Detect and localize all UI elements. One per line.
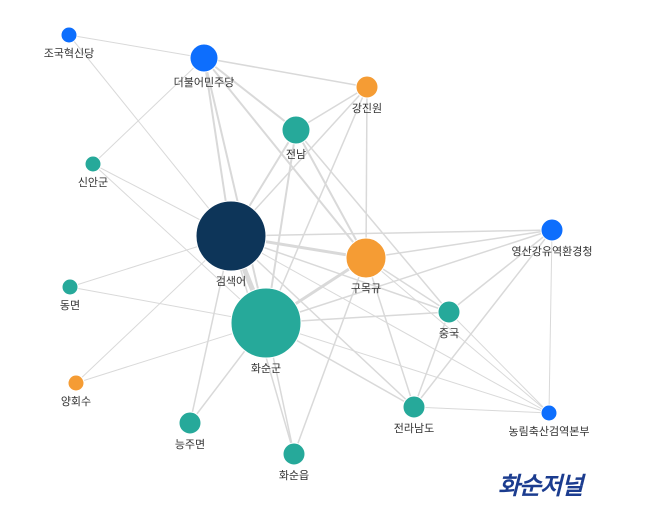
- edge-yeongsan-jeollanamdo: [413, 229, 553, 408]
- edge-sinan-hwasun_gun: [92, 163, 267, 324]
- edge-yeongsan-china: [448, 229, 553, 313]
- node-label: 화순군: [251, 362, 281, 375]
- node-jeonnam[interactable]: [281, 115, 311, 145]
- edge-gu-jeollanamdo: [365, 257, 415, 408]
- edge-jeonnam-gu: [295, 129, 367, 259]
- node-label: 구목규: [351, 282, 381, 295]
- node-label: 신안군: [78, 176, 108, 189]
- edge-query-yeongsan: [230, 229, 553, 237]
- edge-query-yang: [75, 235, 232, 384]
- edge-jeollanamdo-nongrim: [413, 406, 550, 414]
- node-neungju[interactable]: [178, 411, 202, 435]
- edge-jeonnam-china: [295, 129, 450, 313]
- node-jeollanamdo[interactable]: [402, 395, 426, 419]
- edge-gangjinwon-gu: [365, 86, 368, 259]
- edge-minju-hwasun_gun: [203, 57, 267, 324]
- node-label: 검색어: [216, 275, 246, 288]
- edge-minju-gangjinwon: [203, 57, 368, 88]
- edge-query-jeollanamdo: [230, 235, 415, 408]
- node-label: 조국혁신당: [44, 47, 95, 60]
- node-label: 더불어민주당: [174, 76, 235, 89]
- edge-minju-gu: [203, 57, 367, 259]
- edge-gu-yeongsan: [365, 229, 553, 259]
- edge-josuk-minju: [68, 34, 205, 59]
- edge-josuk-query: [68, 34, 232, 237]
- node-dongmyeon[interactable]: [61, 278, 79, 296]
- node-hwasun_eup[interactable]: [282, 442, 306, 466]
- node-label: 강진원: [352, 102, 382, 115]
- node-label: 농림축산검역본부: [509, 425, 590, 438]
- node-yang[interactable]: [67, 374, 85, 392]
- node-china[interactable]: [437, 300, 461, 324]
- edge-hwasun_gun-yeongsan: [265, 229, 553, 324]
- node-label: 전남: [286, 148, 306, 161]
- node-gangjinwon[interactable]: [355, 75, 379, 99]
- node-label: 전라남도: [394, 422, 434, 435]
- node-label: 동면: [60, 299, 80, 312]
- edge-gu-hwasun_eup: [293, 257, 367, 455]
- node-minju[interactable]: [189, 43, 219, 73]
- edge-minju-jeonnam: [203, 57, 297, 131]
- edge-hwasun_gun-nongrim: [265, 322, 550, 414]
- node-label: 능주면: [175, 438, 205, 451]
- node-sinan[interactable]: [84, 155, 102, 173]
- node-gu[interactable]: [345, 237, 387, 279]
- node-yeongsan[interactable]: [540, 218, 564, 242]
- edge-china-jeollanamdo: [413, 311, 450, 408]
- node-josuk[interactable]: [60, 26, 78, 44]
- node-query[interactable]: [195, 200, 267, 272]
- edge-query-nongrim: [230, 235, 550, 414]
- node-label: 화순읍: [279, 469, 309, 482]
- edge-minju-sinan: [92, 57, 205, 165]
- edge-china-nongrim: [448, 311, 550, 414]
- hwasun-journal-logo: 화순저널: [498, 471, 583, 500]
- edge-gu-nongrim: [365, 257, 550, 414]
- edge-yeongsan-nongrim: [548, 229, 553, 414]
- node-hwasun_gun[interactable]: [230, 287, 302, 359]
- node-label: 양회수: [61, 395, 91, 408]
- node-label: 중국: [439, 327, 459, 340]
- node-nongrim[interactable]: [540, 404, 558, 422]
- node-label: 영산강유역환경청: [512, 245, 593, 258]
